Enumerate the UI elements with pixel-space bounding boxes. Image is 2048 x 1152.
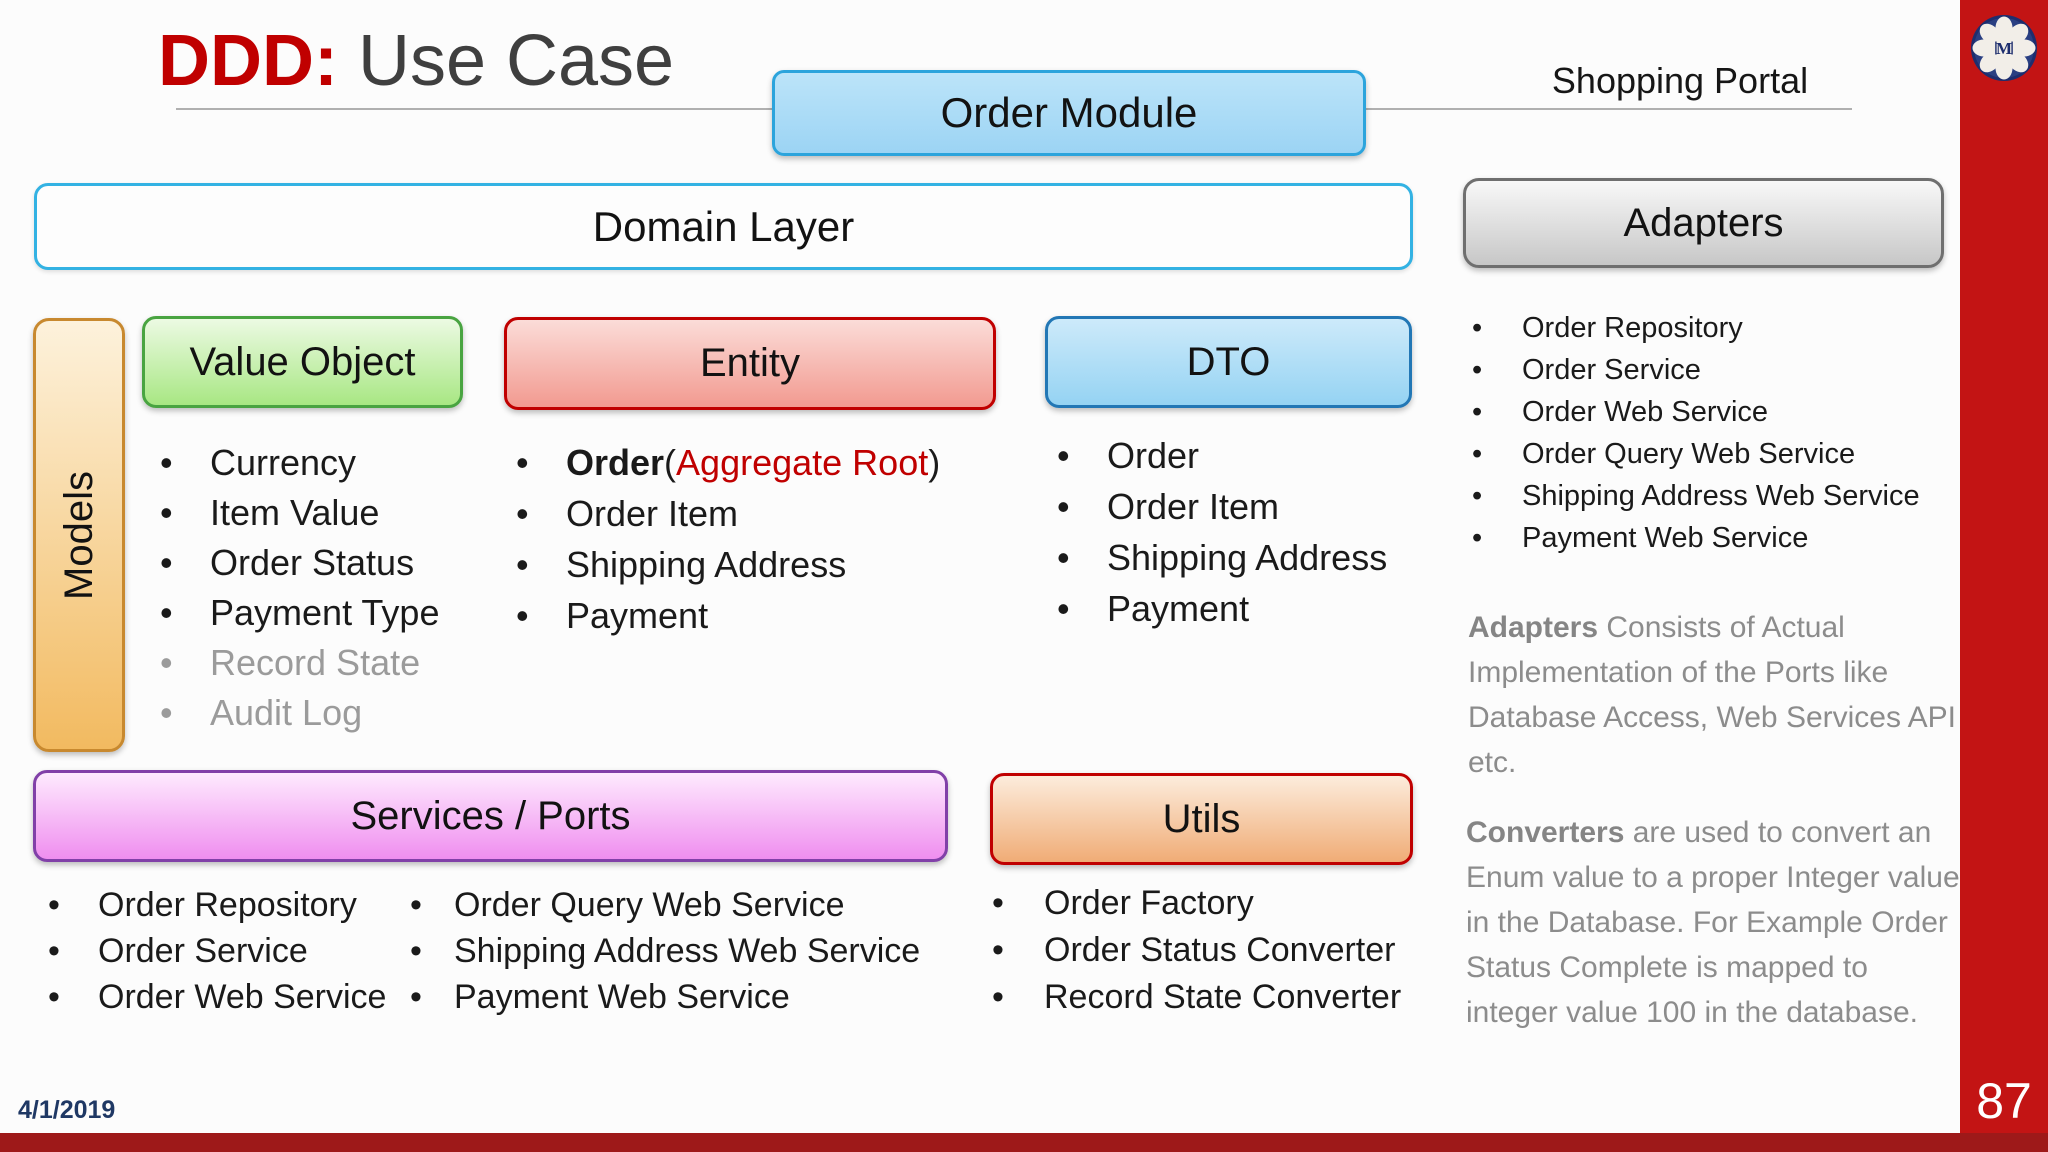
list-item: Order Repository bbox=[48, 882, 386, 928]
red-sidebar bbox=[1960, 0, 2048, 1152]
list-item: Audit Log bbox=[160, 688, 439, 738]
note-text: Consists of Actual Implementation of the… bbox=[1468, 611, 1957, 779]
utils-list: Order Factory Order Status Converter Rec… bbox=[992, 880, 1401, 1021]
services-ports-label: Services / Ports bbox=[350, 793, 631, 838]
list-item: Order Query Web Service bbox=[410, 882, 920, 928]
adapters-header-box: Adapters bbox=[1463, 178, 1944, 268]
list-item: Item Value bbox=[160, 488, 439, 538]
note-lead: Adapters bbox=[1468, 611, 1599, 644]
list-item: Order Status Converter bbox=[992, 927, 1401, 974]
title-text: Use Case bbox=[337, 21, 675, 101]
value-object-list: Currency Item Value Order Status Payment… bbox=[160, 438, 439, 738]
list-item: Order Item bbox=[516, 488, 940, 539]
list-item: Record State Converter bbox=[992, 974, 1401, 1021]
paren: ( bbox=[664, 441, 677, 483]
adapters-note: Adapters Consists of Actual Implementati… bbox=[1468, 605, 1973, 785]
list-item: Payment bbox=[1057, 583, 1387, 634]
list-item: Order Item bbox=[1057, 481, 1387, 532]
list-item: Payment Web Service bbox=[1472, 517, 1920, 559]
list-item: Order (Aggregate Root) bbox=[516, 437, 940, 488]
adapters-list: Order Repository Order Service Order Web… bbox=[1472, 307, 1920, 559]
entity-box: Entity bbox=[504, 317, 996, 410]
slide-date: 4/1/2019 bbox=[18, 1096, 116, 1124]
title-highlight: DDD: bbox=[158, 21, 338, 101]
list-item: Order Service bbox=[48, 928, 386, 974]
services-ports-list-col1: Order Repository Order Service Order Web… bbox=[48, 882, 386, 1020]
value-object-label: Value Object bbox=[189, 339, 416, 384]
entity-list: Order (Aggregate Root) Order Item Shippi… bbox=[516, 437, 940, 641]
value-object-box: Value Object bbox=[142, 316, 463, 408]
aggregate-root-name: Order bbox=[566, 441, 665, 483]
paren: ) bbox=[928, 441, 941, 483]
services-ports-list-col2: Order Query Web Service Shipping Address… bbox=[410, 882, 920, 1020]
models-label: Models bbox=[56, 470, 101, 600]
list-item: Payment Web Service bbox=[410, 974, 920, 1020]
svg-text:M: M bbox=[1996, 39, 2012, 58]
models-box: Models bbox=[33, 318, 125, 752]
list-item: Order Web Service bbox=[1472, 391, 1920, 433]
list-item: Order bbox=[1057, 430, 1387, 481]
entity-label: Entity bbox=[699, 341, 801, 385]
utils-box: Utils bbox=[990, 773, 1413, 865]
list-item: Record State bbox=[160, 638, 439, 688]
brand-logo: M bbox=[1969, 13, 2039, 83]
list-item: Shipping Address Web Service bbox=[410, 928, 920, 974]
list-item: Shipping Address bbox=[516, 539, 940, 590]
project-label: Shopping Portal bbox=[1551, 60, 1809, 101]
services-ports-box: Services / Ports bbox=[33, 770, 948, 862]
list-item: Payment bbox=[516, 590, 940, 641]
list-item: Shipping Address Web Service bbox=[1472, 475, 1920, 517]
list-item: Order Web Service bbox=[48, 974, 386, 1020]
list-item: Order Repository bbox=[1472, 307, 1920, 349]
list-item: Order Status bbox=[160, 538, 439, 588]
order-module-box: Order Module bbox=[772, 70, 1366, 156]
dto-list: Order Order Item Shipping Address Paymen… bbox=[1057, 430, 1387, 634]
list-item: Order Service bbox=[1472, 349, 1920, 391]
dto-label: DTO bbox=[1186, 339, 1271, 384]
list-item: Order Query Web Service bbox=[1472, 433, 1920, 475]
list-item: Payment Type bbox=[160, 588, 439, 638]
list-item: Currency bbox=[160, 438, 439, 488]
converters-note: Converters are used to convert an Enum v… bbox=[1466, 810, 1966, 1035]
utils-label: Utils bbox=[1162, 796, 1241, 841]
red-bottom-bar bbox=[0, 1133, 2048, 1152]
note-lead: Converters bbox=[1466, 816, 1625, 849]
page-title: DDD: Use Case bbox=[158, 21, 675, 101]
domain-layer-label: Domain Layer bbox=[592, 202, 855, 250]
page-number: 87 bbox=[1976, 1073, 2032, 1129]
aggregate-root-annotation: Aggregate Root bbox=[676, 441, 929, 483]
dto-box: DTO bbox=[1045, 316, 1412, 408]
order-module-label: Order Module bbox=[940, 89, 1198, 136]
adapters-label: Adapters bbox=[1623, 200, 1784, 245]
list-item: Order Factory bbox=[992, 880, 1401, 927]
note-text: are used to convert an Enum value to a p… bbox=[1466, 816, 1960, 1029]
brand-logo-icon: M bbox=[1971, 15, 2037, 81]
domain-layer-box: Domain Layer bbox=[34, 183, 1413, 270]
list-item: Shipping Address bbox=[1057, 532, 1387, 583]
